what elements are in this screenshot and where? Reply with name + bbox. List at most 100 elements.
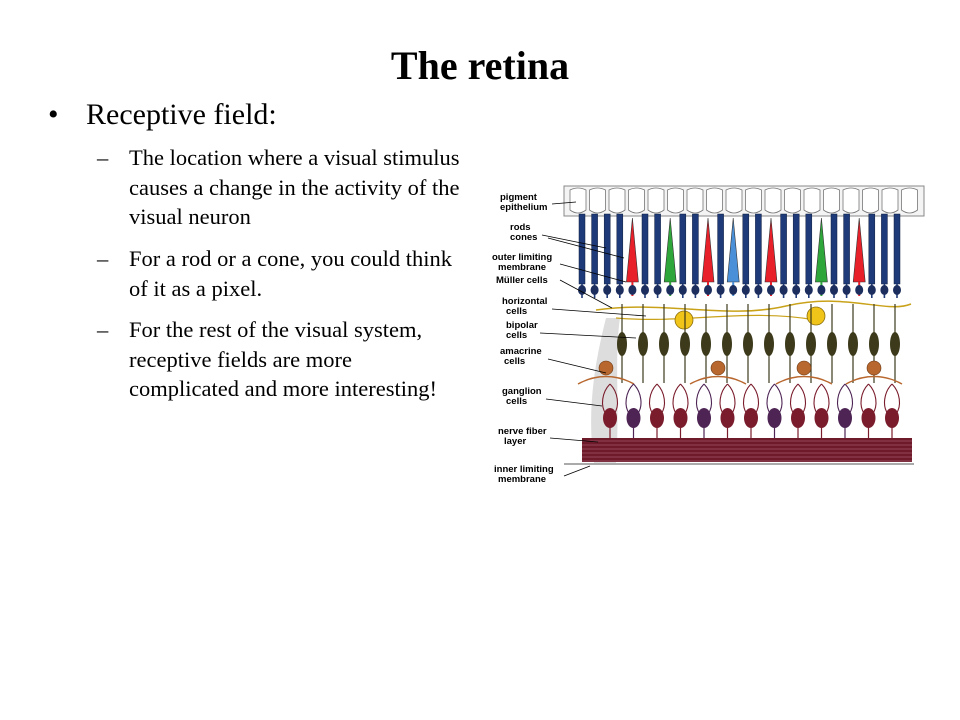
photoreceptor-nucleus bbox=[804, 285, 813, 295]
pigment-cell bbox=[589, 187, 606, 214]
ganglion-cell-body bbox=[861, 408, 876, 428]
cone bbox=[764, 217, 778, 283]
ganglion-cell-body bbox=[791, 408, 805, 428]
photoreceptor-nucleus bbox=[754, 285, 763, 295]
retina-diagram: pigment epithelium rods cones outer limi… bbox=[486, 178, 926, 496]
rod bbox=[654, 213, 661, 285]
photoreceptor-nucleus bbox=[729, 285, 738, 295]
subbullet-text: For a rod or a cone, you could think of … bbox=[129, 246, 453, 301]
amacrine-cell-body bbox=[796, 360, 812, 376]
label-epithelium: epithelium bbox=[500, 202, 548, 213]
photoreceptor-nucleus bbox=[691, 285, 700, 295]
photoreceptor-nuclei bbox=[578, 285, 901, 295]
photoreceptor-nucleus bbox=[704, 285, 712, 295]
bipolar-cells bbox=[617, 304, 900, 383]
ganglion-cell-body bbox=[767, 408, 782, 428]
pigment-cell bbox=[706, 187, 723, 214]
pigment-cell bbox=[842, 187, 860, 214]
label-amacrine-cells: cells bbox=[504, 356, 525, 367]
bullet-marker: • bbox=[48, 98, 59, 131]
photoreceptor-nucleus bbox=[603, 285, 612, 295]
label-pigment: pigment bbox=[500, 192, 538, 203]
amacrine-process bbox=[775, 375, 833, 385]
dash-marker: – bbox=[97, 246, 109, 271]
label-ilm-membrane: membrane bbox=[498, 474, 546, 485]
photoreceptor-nucleus bbox=[842, 285, 851, 295]
rod bbox=[578, 213, 586, 285]
rod bbox=[780, 213, 787, 285]
photoreceptor-nucleus bbox=[880, 285, 889, 295]
ganglion-cell-body bbox=[814, 408, 829, 428]
bipolar-cell-body bbox=[785, 332, 795, 356]
cone bbox=[626, 217, 639, 283]
ganglion-cell-body bbox=[720, 408, 735, 428]
retina-diagram-svg: pigment epithelium rods cones outer limi… bbox=[492, 185, 925, 485]
photoreceptor-nucleus bbox=[590, 285, 599, 295]
label-ganglion: ganglion bbox=[502, 386, 542, 397]
photoreceptor-nucleus bbox=[716, 285, 725, 295]
label-nerve-fiber-layer: layer bbox=[504, 436, 526, 447]
label-cones: cones bbox=[510, 232, 537, 243]
label-inner-limiting: inner limiting bbox=[494, 464, 554, 475]
cone bbox=[663, 217, 677, 283]
rod bbox=[742, 213, 750, 285]
bipolar-cell-body bbox=[659, 332, 669, 356]
photoreceptor-nucleus bbox=[741, 285, 750, 295]
bipolar-cell-body bbox=[701, 332, 711, 356]
label-muller-cells: Müller cells bbox=[496, 275, 548, 286]
rod bbox=[755, 213, 762, 285]
label-outer-limiting: outer limiting bbox=[492, 252, 552, 263]
rod bbox=[692, 213, 699, 285]
horizontal-process bbox=[595, 300, 912, 312]
dash-marker: – bbox=[97, 317, 109, 342]
amacrine-cells bbox=[577, 360, 903, 385]
photoreceptor-nucleus bbox=[678, 285, 687, 295]
label-pointers bbox=[539, 201, 647, 477]
photoreceptor-nucleus bbox=[817, 285, 826, 295]
nerve-fiber-layer bbox=[582, 438, 912, 462]
pigment-cell bbox=[862, 187, 879, 214]
ganglion-cell-body bbox=[603, 408, 617, 428]
dash-marker: – bbox=[97, 145, 109, 170]
bipolar-cell-body bbox=[869, 332, 879, 356]
pigment-cell bbox=[647, 187, 665, 214]
rod bbox=[868, 213, 876, 285]
amacrine-process bbox=[845, 375, 903, 385]
photoreceptor-nucleus bbox=[792, 285, 801, 295]
bullet-text: Receptive field: bbox=[86, 98, 277, 131]
amacrine-process bbox=[577, 375, 635, 385]
photoreceptor-nucleus bbox=[628, 285, 637, 295]
label-nerve-fiber: nerve fiber bbox=[498, 426, 547, 437]
rod bbox=[843, 213, 850, 285]
amacrine-cell-body bbox=[598, 360, 614, 376]
pigment-cell bbox=[569, 187, 587, 214]
cone bbox=[701, 217, 715, 283]
cone bbox=[852, 217, 866, 283]
pigment-cell bbox=[628, 187, 645, 214]
rod bbox=[717, 213, 724, 285]
ganglion-cells bbox=[601, 383, 901, 440]
horizontal-cell-body bbox=[674, 310, 694, 330]
photoreceptor-nucleus bbox=[615, 285, 624, 295]
photoreceptor-layer bbox=[578, 213, 901, 298]
bipolar-cell-body bbox=[764, 332, 774, 356]
rod bbox=[893, 213, 901, 285]
photoreceptor-nucleus bbox=[641, 285, 649, 295]
amacrine-cell-body bbox=[710, 360, 726, 376]
label-rods: rods bbox=[510, 222, 531, 233]
label-horizontal: horizontal bbox=[502, 296, 547, 307]
pigment-cell bbox=[784, 187, 801, 214]
bipolar-cell-body bbox=[743, 332, 753, 356]
ganglion-cell-body bbox=[697, 408, 711, 428]
rod bbox=[679, 213, 687, 285]
pigment-cell bbox=[725, 187, 743, 214]
rod bbox=[805, 213, 813, 285]
horizontal-process bbox=[615, 314, 817, 321]
rod bbox=[881, 213, 888, 285]
rod bbox=[603, 213, 611, 285]
rod bbox=[641, 213, 649, 285]
label-ganglion-cells: cells bbox=[506, 396, 527, 407]
ganglion-cell-body bbox=[650, 408, 664, 428]
photoreceptor-nucleus bbox=[893, 285, 901, 295]
nerve-fiber-band bbox=[582, 438, 912, 462]
